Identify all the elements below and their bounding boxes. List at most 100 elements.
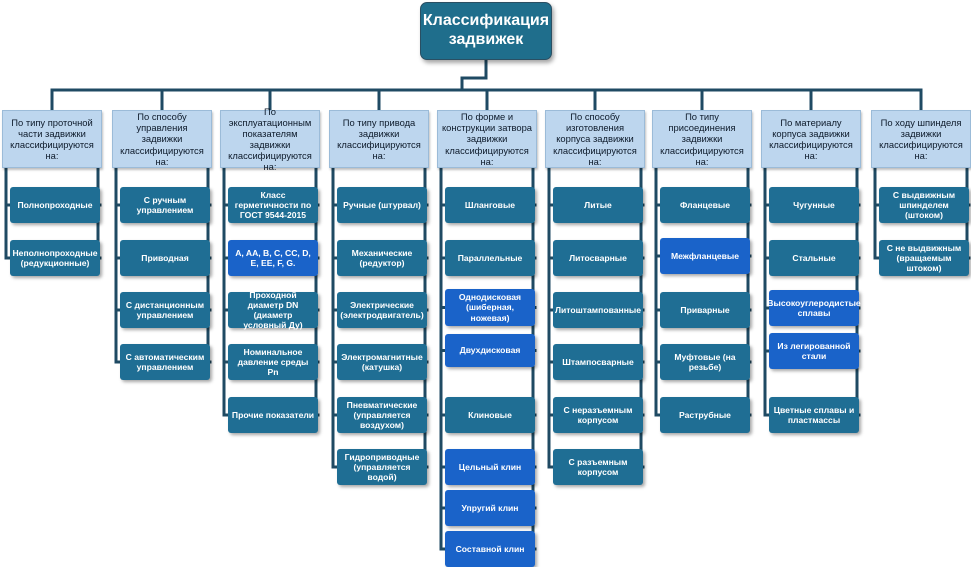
category-item-label: Шланговые xyxy=(464,199,516,210)
category-item: Межфланцевые xyxy=(660,238,750,274)
category-item: Приводная xyxy=(120,240,210,276)
category-header-1: По типу проточной части задвижки классиф… xyxy=(2,110,102,168)
root-title: Классификация задвижек xyxy=(422,12,550,48)
category-item: Электромагнитные (катушка) xyxy=(337,344,427,380)
category-item-label: Составной клин xyxy=(455,543,525,554)
category-header-text: По типу привода задвижки классифицируютс… xyxy=(337,116,421,162)
category-header-text: По способу управления задвижки классифиц… xyxy=(120,111,204,167)
category-item-label: Механические (редуктор) xyxy=(351,247,413,268)
category-header-text: По способу изготовления корпуса задвижки… xyxy=(553,111,637,167)
category-item: Двухдисковая xyxy=(445,334,535,367)
category-item-label: Межфланцевые xyxy=(670,250,740,261)
category-item: Электрические (электродвигатель) xyxy=(337,292,427,328)
category-item-label: Неполнопроходные (редукционные) xyxy=(12,247,98,268)
category-header-6: По способу изготовления корпуса задвижки… xyxy=(545,110,645,168)
category-item: Проходной диаметр DN (диаметр условный Д… xyxy=(228,289,318,331)
category-item: Раструбные xyxy=(660,397,750,433)
category-item: Однодисковая (шиберная, ножевая) xyxy=(445,289,535,326)
category-item: Чугунные xyxy=(769,187,859,223)
category-item-label: Приводная xyxy=(141,252,189,263)
category-item: Стальные xyxy=(769,240,859,276)
category-item: С разъемным корпусом xyxy=(553,449,643,485)
category-header-text: По форме и конструкции затвора задвижки … xyxy=(441,111,533,167)
category-item-label: С автоматическим управлением xyxy=(125,351,205,372)
category-item: Муфтовые (на резьбе) xyxy=(660,344,750,380)
category-item: С не выдвижным (вращаемым штоком) xyxy=(879,240,969,276)
root-title-box: Классификация задвижек xyxy=(420,2,552,60)
category-item: С автоматическим управлением xyxy=(120,344,210,380)
category-item: Полнопроходные xyxy=(10,187,100,223)
category-item: Составной клин xyxy=(445,531,535,567)
category-item-label: Полнопроходные xyxy=(17,199,93,210)
category-header-text: По ходу шпинделя задвижки классифицируют… xyxy=(879,116,963,162)
category-item: С дистанционным управлением xyxy=(120,292,210,328)
category-header-3: По эксплуатационным показателям задвижки… xyxy=(220,106,320,172)
category-item-label: С неразъемным корпусом xyxy=(563,404,633,425)
category-item-label: Двухдисковая xyxy=(459,345,521,356)
category-item-label: Чугунные xyxy=(793,199,835,210)
category-item-label: С разъемным корпусом xyxy=(568,456,628,477)
category-item: Приварные xyxy=(660,292,750,328)
category-item-label: Фланцевые xyxy=(679,199,730,210)
category-item: Клиновые xyxy=(445,397,535,433)
category-item: Цветные сплавы и пластмассы xyxy=(769,397,859,433)
category-item: Литые xyxy=(553,187,643,223)
category-item: Пневматические (управляется воздухом) xyxy=(337,397,427,433)
category-item-label: Параллельные xyxy=(457,252,523,263)
category-item: Номинальное давление среды Pn xyxy=(228,344,318,380)
category-item: Гидроприводные (управляется водой) xyxy=(337,449,427,485)
category-item: Литосварные xyxy=(553,240,643,276)
category-item: Прочие показатели xyxy=(228,397,318,433)
category-item: С неразъемным корпусом xyxy=(553,397,643,433)
category-item: Высокоуглеродистые сплавы xyxy=(767,290,861,326)
category-item-label: С дистанционным управлением xyxy=(125,299,205,320)
category-item: A, AA, B, C, CC, D, E, EE, F, G. xyxy=(228,240,318,276)
category-header-2: По способу управления задвижки классифиц… xyxy=(112,110,212,168)
category-item: Механические (редуктор) xyxy=(337,240,427,276)
category-item-label: A, AA, B, C, CC, D, E, EE, F, G. xyxy=(235,247,311,268)
category-item-label: Упругий клин xyxy=(461,502,519,513)
category-item-label: Электромагнитные (катушка) xyxy=(341,351,423,372)
category-item: Цельный клин xyxy=(445,449,535,485)
category-item-label: Литоштампованные xyxy=(554,304,642,315)
category-item: С ручным управлением xyxy=(120,187,210,223)
category-item: Параллельные xyxy=(445,240,535,276)
category-item-label: Цветные сплавы и пластмассы xyxy=(773,404,855,425)
category-item: Упругий клин xyxy=(445,490,535,526)
category-item: Ручные (штурвал) xyxy=(337,187,427,223)
category-item-label: Ручные (штурвал) xyxy=(343,199,421,210)
category-item-label: Однодисковая (шиберная, ножевая) xyxy=(458,292,522,323)
category-item-label: С выдвижным шпинделем (штоком) xyxy=(892,189,956,221)
category-header-text: По материалу корпуса задвижки классифици… xyxy=(769,116,853,162)
category-item-label: Приварные xyxy=(680,304,730,315)
category-item-label: Муфтовые (на резьбе) xyxy=(674,351,736,372)
category-item: Из легированной стали xyxy=(769,333,859,369)
category-header-text: По типу проточной части задвижки классиф… xyxy=(10,116,94,162)
category-item: С выдвижным шпинделем (штоком) xyxy=(879,187,969,223)
category-item-label: Электрические (электродвигатель) xyxy=(340,299,424,320)
category-item-label: Проходной диаметр DN (диаметр условный Д… xyxy=(243,289,303,331)
category-item: Класс герметичности по ГОСТ 9544-2015 xyxy=(228,187,318,223)
category-item-label: Пневматические (управляется воздухом) xyxy=(346,399,418,431)
category-header-7: По типу присоединения задвижки классифиц… xyxy=(652,110,752,168)
category-header-4: По типу привода задвижки классифицируютс… xyxy=(329,110,429,168)
category-item-label: Номинальное давление среды Pn xyxy=(237,346,309,378)
category-header-8: По материалу корпуса задвижки классифици… xyxy=(761,110,861,168)
category-item-label: Цельный клин xyxy=(458,461,522,472)
category-header-9: По ходу шпинделя задвижки классифицируют… xyxy=(871,110,971,168)
category-item-label: Штампосварные xyxy=(562,356,634,367)
category-item-label: Стальные xyxy=(792,252,836,263)
category-item-label: С не выдвижным (вращаемым штоком) xyxy=(886,242,962,274)
category-item-label: Прочие показатели xyxy=(231,409,315,420)
category-header-text: По типу присоединения задвижки классифиц… xyxy=(660,111,744,167)
category-item-label: Литые xyxy=(584,199,612,210)
category-item-label: С ручным управлением xyxy=(136,194,194,215)
category-header-text: По эксплуатационным показателям задвижки… xyxy=(228,105,312,173)
category-item: Литоштампованные xyxy=(553,292,643,328)
category-item-label: Клиновые xyxy=(468,409,512,420)
category-item: Фланцевые xyxy=(660,187,750,223)
category-item: Шланговые xyxy=(445,187,535,223)
category-item-label: Гидроприводные (управляется водой) xyxy=(344,451,420,483)
category-item-label: Раструбные xyxy=(679,409,731,420)
category-item: Штампосварные xyxy=(553,344,643,380)
